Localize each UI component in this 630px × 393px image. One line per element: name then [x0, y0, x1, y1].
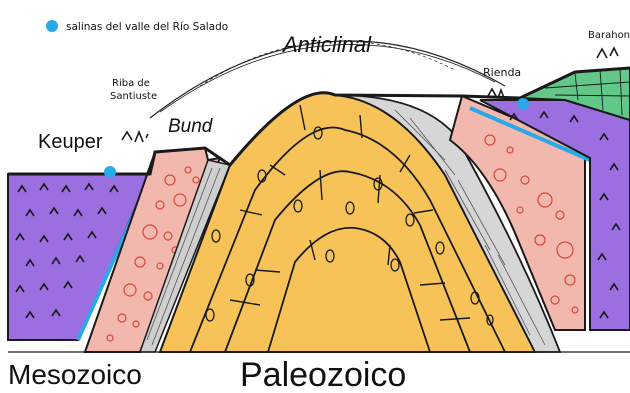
rienda-label: Rienda: [483, 66, 521, 79]
mesozoico-label: Mesozoico: [8, 359, 142, 390]
barahona-label: Barahona: [588, 30, 630, 41]
keuper-label: Keuper: [38, 131, 103, 153]
bund-label: Bund: [168, 116, 214, 137]
village-icon-riba: [122, 132, 148, 142]
paleozoico-label: Paleozoico: [240, 356, 406, 393]
legend: salinas del valle del Río Salado: [46, 20, 228, 33]
riba-label: Riba de: [112, 78, 150, 89]
anticlinal-label: Anticlinal: [281, 32, 372, 57]
santiuste-label: Santiuste: [110, 91, 157, 102]
salt-spring-legend-marker: [46, 20, 58, 32]
salt-spring-marker-right: [517, 98, 529, 110]
legend-text: salinas del valle del Río Salado: [66, 21, 228, 33]
village-icon-barahona: [597, 48, 618, 58]
salt-spring-marker-left: [104, 166, 116, 178]
